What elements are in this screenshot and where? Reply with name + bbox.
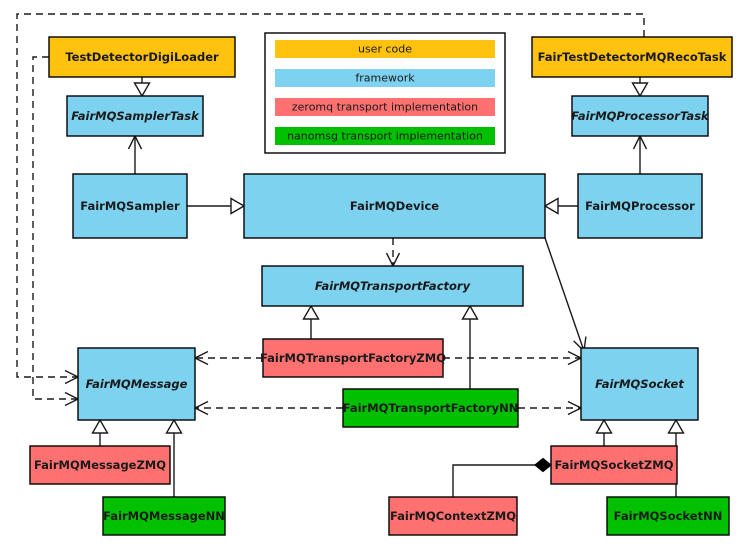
edge-FairMQTransportFactoryNN-to-FairMQSocket bbox=[518, 400, 583, 416]
class-node-FairMQSamplerTask[interactable]: FairMQSamplerTask bbox=[66, 95, 204, 137]
edge-FairMQTransportFactoryNN-to-FairMQTransportFactory bbox=[461, 304, 479, 389]
class-box[interactable] bbox=[388, 496, 518, 536]
class-box[interactable] bbox=[72, 173, 188, 239]
class-node-FairMQProcessorTask[interactable]: FairMQProcessorTask bbox=[571, 95, 710, 137]
edge-path bbox=[16, 13, 645, 378]
edge-head bbox=[230, 197, 246, 215]
class-box[interactable] bbox=[243, 173, 546, 239]
class-box[interactable] bbox=[342, 388, 519, 428]
edge-FairMQContextZMQ-to-FairMQSocketZMQ bbox=[452, 457, 552, 497]
arrowhead-hollow-triangle bbox=[461, 304, 479, 320]
edge-head bbox=[302, 304, 320, 320]
legend-swatch bbox=[275, 40, 495, 58]
class-node-FairMQSampler[interactable]: FairMQSampler bbox=[72, 173, 188, 239]
legend-item-3: nanomsg transport implementation bbox=[275, 127, 495, 145]
class-box[interactable] bbox=[262, 338, 444, 378]
class-node-FairMQTransportFactoryNN[interactable]: FairMQTransportFactoryNN bbox=[342, 388, 519, 428]
class-node-FairMQMessage[interactable]: FairMQMessage bbox=[77, 347, 196, 421]
class-box[interactable] bbox=[48, 36, 236, 78]
arrowhead-hollow-triangle bbox=[302, 304, 320, 320]
edge-FairMQTransportFactoryZMQ-to-FairMQSocket bbox=[443, 350, 583, 366]
edge-head bbox=[534, 457, 552, 473]
edge-FairTestDetectorMQRecoTask-to-FairMQProcessorTask bbox=[631, 77, 649, 98]
arrowhead-hollow-triangle bbox=[631, 82, 649, 98]
class-node-FairTestDetectorMQRecoTask[interactable]: FairTestDetectorMQRecoTask bbox=[531, 36, 733, 78]
edge-head bbox=[91, 418, 109, 434]
arrowhead-hollow-triangle bbox=[667, 418, 685, 434]
edge-head bbox=[165, 418, 183, 434]
edge-FairMQMessageZMQ-to-FairMQMessage bbox=[91, 418, 109, 446]
edge-FairMQSampler-to-FairMQSamplerTask bbox=[127, 134, 143, 174]
class-node-FairMQTransportFactoryZMQ[interactable]: FairMQTransportFactoryZMQ bbox=[260, 338, 446, 378]
class-box[interactable] bbox=[606, 496, 730, 536]
class-box[interactable] bbox=[261, 265, 524, 307]
class-node-FairMQMessageZMQ[interactable]: FairMQMessageZMQ bbox=[29, 445, 171, 485]
legend-swatch bbox=[275, 98, 495, 116]
edge-path bbox=[452, 464, 535, 497]
legend-swatch bbox=[275, 127, 495, 145]
class-box[interactable] bbox=[571, 95, 709, 137]
edge-FairMQTransportFactoryNN-to-FairMQMessage bbox=[193, 400, 343, 416]
class-node-FairMQContextZMQ[interactable]: FairMQContextZMQ bbox=[388, 496, 518, 536]
class-node-FairMQDevice[interactable]: FairMQDevice bbox=[243, 173, 546, 239]
edge-head bbox=[133, 82, 151, 98]
legend-item-2: zeromq transport implementation bbox=[275, 98, 495, 116]
arrowhead-hollow-triangle bbox=[133, 82, 151, 98]
edge-FairMQTransportFactoryZMQ-to-FairMQTransportFactory bbox=[302, 304, 320, 339]
edge-FairMQMessageNN-to-FairMQMessage bbox=[165, 418, 183, 497]
class-node-FairMQProcessor[interactable]: FairMQProcessor bbox=[577, 173, 703, 239]
class-node-FairMQSocketZMQ[interactable]: FairMQSocketZMQ bbox=[550, 445, 678, 485]
arrowhead-hollow-triangle bbox=[595, 418, 613, 434]
edge-FairMQProcessor-to-FairMQProcessorTask bbox=[632, 134, 648, 174]
edge-FairMQDevice-to-FairMQTransportFactory bbox=[385, 238, 401, 268]
edge-FairMQProcessor-to-FairMQDevice bbox=[543, 197, 578, 215]
legend-item-0: user code bbox=[275, 40, 495, 58]
legend-swatch bbox=[275, 69, 495, 87]
edge-FairMQTransportFactoryZMQ-to-FairMQMessage bbox=[193, 350, 263, 366]
class-box[interactable] bbox=[29, 445, 171, 485]
edge-TestDetectorDigiLoader-to-FairMQSamplerTask bbox=[133, 77, 151, 98]
class-box[interactable] bbox=[550, 445, 678, 485]
class-box[interactable] bbox=[580, 347, 699, 421]
class-node-TestDetectorDigiLoader[interactable]: TestDetectorDigiLoader bbox=[48, 36, 236, 78]
class-box[interactable] bbox=[102, 496, 226, 536]
legend-layer: user code framework zeromq transport imple… bbox=[264, 32, 506, 154]
edge-path bbox=[32, 56, 78, 400]
edges-layer bbox=[16, 13, 685, 497]
arrowhead-hollow-triangle bbox=[543, 197, 559, 215]
legend-item-1: framework bbox=[275, 69, 495, 87]
class-box[interactable] bbox=[77, 347, 196, 421]
edge-FairMQSampler-to-FairMQDevice bbox=[187, 197, 246, 215]
edge-head bbox=[543, 197, 559, 215]
arrowhead-hollow-triangle bbox=[91, 418, 109, 434]
edge-head bbox=[595, 418, 613, 434]
class-node-FairMQSocket[interactable]: FairMQSocket bbox=[580, 347, 699, 421]
arrowhead-hollow-triangle bbox=[165, 418, 183, 434]
edge-head bbox=[631, 82, 649, 98]
arrowhead-hollow-triangle bbox=[230, 197, 246, 215]
edge-head bbox=[667, 418, 685, 434]
edge-path bbox=[544, 237, 585, 352]
class-box[interactable] bbox=[66, 95, 204, 137]
class-box[interactable] bbox=[531, 36, 733, 78]
edge-head bbox=[461, 304, 479, 320]
class-node-FairMQTransportFactory[interactable]: FairMQTransportFactory bbox=[261, 265, 524, 307]
class-node-FairMQMessageNN[interactable]: FairMQMessageNN bbox=[102, 496, 226, 536]
edge-FairMQDevice-to-FairMQSocket bbox=[544, 237, 587, 353]
edge-FairMQSocketZMQ-to-FairMQSocket bbox=[595, 418, 613, 446]
diamond-composition bbox=[534, 457, 552, 473]
class-box[interactable] bbox=[577, 173, 703, 239]
class-node-FairMQSocketNN[interactable]: FairMQSocketNN bbox=[606, 496, 730, 536]
